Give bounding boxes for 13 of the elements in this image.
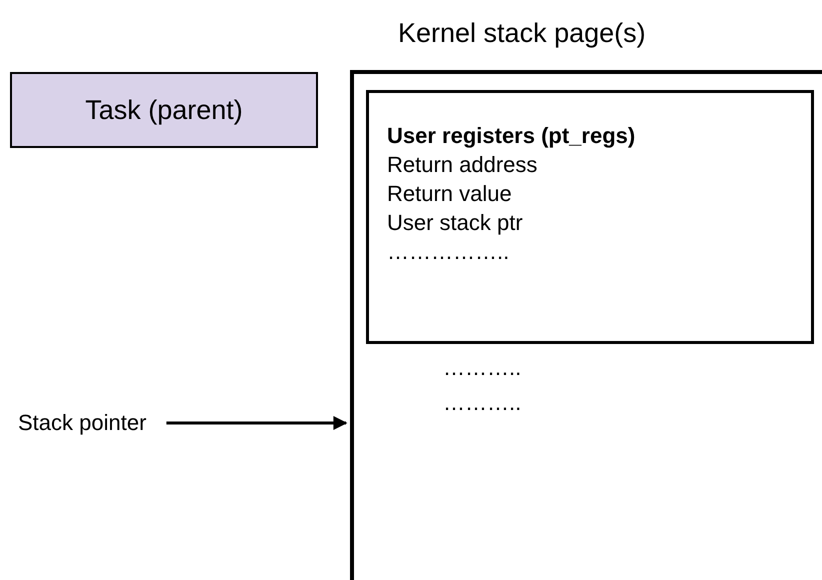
field-label: User stack ptr [387, 209, 523, 237]
box-label: Task (parent) [85, 94, 243, 126]
ellipsis-text: ……….. [443, 355, 522, 381]
heading: Kernel stack page(s) [398, 18, 646, 49]
pointer-label: Stack pointer [18, 410, 146, 436]
arrow [166, 416, 348, 430]
field-label: Return address [387, 151, 538, 179]
field-label: …………….. [387, 238, 510, 266]
ellipsis-text: ……….. [443, 390, 522, 416]
task-box [10, 72, 318, 148]
field-label: Return value [387, 180, 512, 208]
register-frame-box [366, 90, 814, 344]
section-heading: User registers (pt_regs) [387, 122, 636, 150]
